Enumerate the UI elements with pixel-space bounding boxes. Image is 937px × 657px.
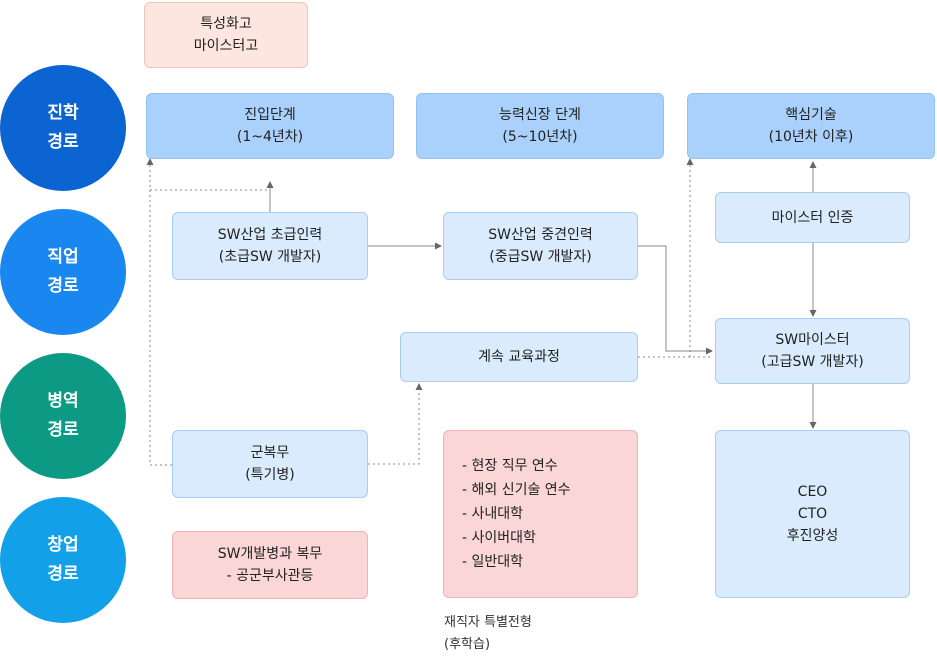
box-military: 군복무 (특기병) [172,430,368,498]
box-line: (10년차 이후) [768,129,854,145]
list-item: - 해외 신기술 연수 [462,482,571,498]
box-line: (초급SW 개발자) [218,249,322,265]
box-career-outcomes: CEO CTO 후진양성 [715,430,910,598]
box-line: 후진양성 [786,528,839,544]
box-line: SW산업 중견인력 [488,227,593,243]
caption-line: (후학습) [444,637,491,652]
circle-line: 진학 [47,103,79,123]
box-line: (5~10년차) [502,129,578,145]
circle-line: 경로 [47,132,79,152]
box-line: 마이스터 인증 [771,209,854,226]
circle-line: 직업 [47,247,79,267]
box-line: 핵심기술 [785,107,837,123]
box-line: - 공군부사관등 [226,568,314,584]
box-continuing-edu: 계속 교육과정 [400,332,638,382]
box-line: SW마이스터 [775,332,850,348]
list-item: - 사이버대학 [462,530,536,546]
box-line: CTO [797,506,828,522]
list-item: - 일반대학 [462,554,524,570]
path-circle-startup: 창업 경로 [0,497,126,623]
box-core-tech: 핵심기술 (10년차 이후) [687,93,935,159]
path-circle-military: 병역 경로 [0,353,126,479]
box-meister-school: 특성화고 마이스터고 [144,2,308,68]
box-growth-stage: 능력신장 단계 (5~10년차) [416,93,664,159]
box-line: (1~4년차) [236,129,304,145]
box-sw-meister: SW마이스터 (고급SW 개발자) [715,318,910,384]
box-line: 마이스터고 [193,38,259,54]
box-sw-junior: SW산업 초급인력 (초급SW 개발자) [172,212,368,280]
list-item: - 사내대학 [462,506,524,522]
box-meister-cert: 마이스터 인증 [715,192,910,243]
box-sw-mid: SW산업 중견인력 (중급SW 개발자) [443,212,638,280]
path-circle-career: 직업 경로 [0,209,126,335]
box-line: 군복무 [250,445,290,461]
box-line: SW개발병과 복무 [217,546,323,562]
path-circle-advancement: 진학 경로 [0,65,126,191]
circle-line: 병역 [47,391,79,411]
caption-special-admission: 재직자 특별전형 (후학습) [444,612,532,656]
circle-line: 경로 [47,420,79,440]
military-to-entry-dotted-arrow [146,158,172,466]
box-sw-soldier: SW개발병과 복무 - 공군부사관등 [172,531,368,599]
mid-to-meister-arrow [638,245,713,355]
box-line: 능력신장 단계 [499,107,581,123]
box-line: (고급SW 개발자) [761,354,864,370]
box-line: 계속 교육과정 [478,349,560,365]
circle-line: 경로 [47,564,79,584]
caption-line: 재직자 특별전형 [444,615,532,630]
box-line: CEO [797,484,828,500]
list-item: - 현장 직무 연수 [462,458,558,474]
box-training-list: - 현장 직무 연수 - 해외 신기술 연수 - 사내대학 - 사이버대학 - … [443,430,638,598]
box-line: (특기병) [245,467,295,483]
circle-line: 경로 [47,276,79,296]
box-line: 진입단계 [244,107,296,123]
box-line: (중급SW 개발자) [489,249,592,265]
box-entry-stage: 진입단계 (1~4년차) [146,93,394,159]
military-to-edu-dotted-arrow [368,383,423,465]
box-line: 특성화고 [200,16,252,32]
circle-line: 창업 [47,535,79,555]
box-line: SW산업 초급인력 [217,227,323,243]
